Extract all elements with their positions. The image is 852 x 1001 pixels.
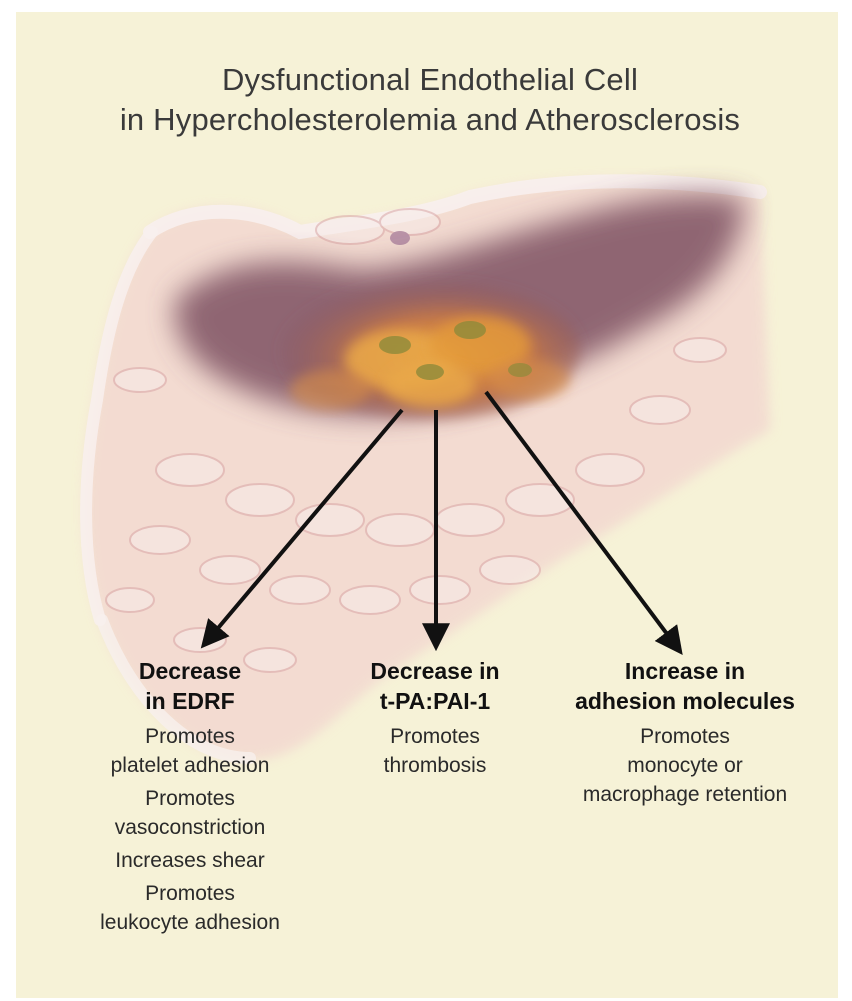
edrf-effect-4-line-1: Promotes xyxy=(60,879,320,908)
figure-title-line-2: in Hypercholesterolemia and Atherosclero… xyxy=(40,104,820,135)
figure-title-line-1: Dysfunctional Endothelial Cell xyxy=(40,64,820,95)
edrf-effect-3-line-1: Increases shear xyxy=(60,846,320,875)
edrf-effect-2-line-2: vasoconstriction xyxy=(60,813,320,842)
tpa-column: Decrease in t-PA:PAI-1 Promotes thrombos… xyxy=(320,656,550,780)
edrf-effect-4-line-2: leukocyte adhesion xyxy=(60,908,320,937)
edrf-effect-2-line-1: Promotes xyxy=(60,784,320,813)
tpa-heading-line-1: Decrease in xyxy=(320,656,550,686)
edrf-effect-1-line-2: platelet adhesion xyxy=(60,751,320,780)
adhesion-effect-1-line-2: monocyte or xyxy=(530,751,840,780)
edrf-heading-line-1: Decrease xyxy=(60,656,320,686)
edrf-effect-1-line-1: Promotes xyxy=(60,722,320,751)
edrf-column: Decrease in EDRF Promotes platelet adhes… xyxy=(60,656,320,937)
adhesion-effect-1-line-1: Promotes xyxy=(530,722,840,751)
tpa-heading-line-2: t-PA:PAI-1 xyxy=(320,686,550,716)
adhesion-column: Increase in adhesion molecules Promotes … xyxy=(530,656,840,809)
tpa-effect-1-line-2: thrombosis xyxy=(320,751,550,780)
adhesion-heading-line-2: adhesion molecules xyxy=(530,686,840,716)
adhesion-effect-1-line-3: macrophage retention xyxy=(530,780,840,809)
tpa-effect-1-line-1: Promotes xyxy=(320,722,550,751)
adhesion-heading-line-1: Increase in xyxy=(530,656,840,686)
edrf-heading-line-2: in EDRF xyxy=(60,686,320,716)
